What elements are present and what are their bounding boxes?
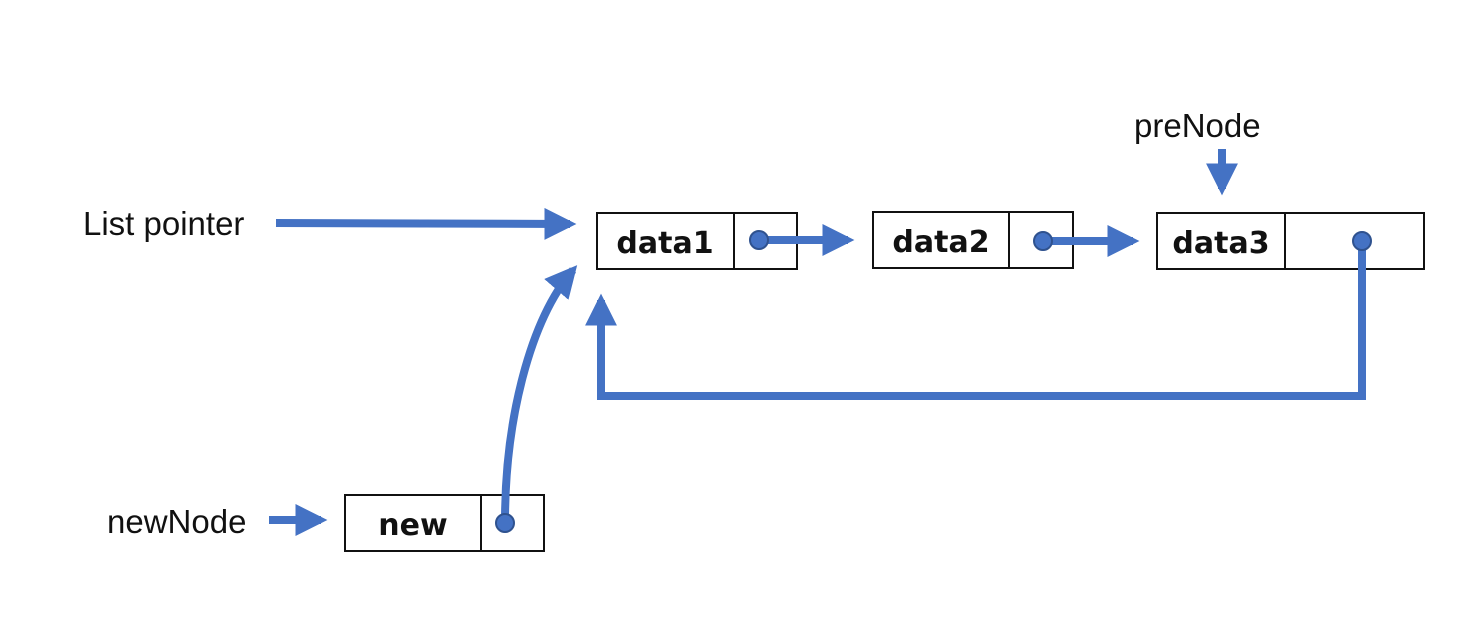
node-data3: data3 xyxy=(1156,212,1425,270)
node-data2-data-cell xyxy=(872,211,1010,269)
node-new-data-cell xyxy=(344,494,482,552)
circular-link-arrow xyxy=(585,242,1366,400)
data1-pointer-dot xyxy=(749,230,769,250)
node-data3-text: data3 xyxy=(1172,226,1269,261)
node-data1-text: data1 xyxy=(616,226,713,261)
data3-pointer-dot xyxy=(1352,231,1372,251)
node-data2-text: data2 xyxy=(892,225,989,260)
data2-pointer-dot xyxy=(1033,231,1053,251)
node-new-text: new xyxy=(378,508,447,543)
node-data1-data-cell xyxy=(596,212,735,270)
node-data1: data1 xyxy=(596,212,798,270)
pre-node-label: preNode xyxy=(1134,107,1261,144)
list-pointer-arrow xyxy=(275,207,577,240)
new-node-link-arrow xyxy=(501,265,578,523)
new-pointer-dot xyxy=(495,513,515,533)
list-pointer-label: List pointer xyxy=(83,205,244,242)
node-data3-data-cell xyxy=(1156,212,1286,270)
new-node-label: newNode xyxy=(107,503,246,540)
